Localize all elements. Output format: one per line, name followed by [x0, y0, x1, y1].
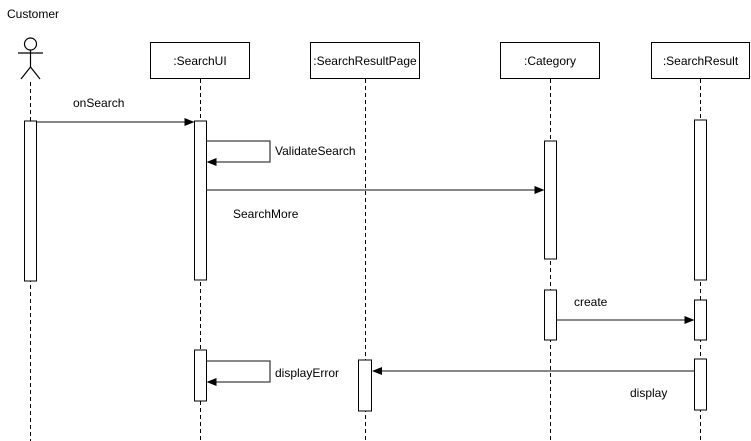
activation-category-1 [544, 140, 557, 260]
activation-searchresultpage-1 [358, 359, 372, 412]
activation-customer [24, 120, 37, 282]
activation-searchresult-3 [694, 358, 707, 411]
actor-icon [18, 37, 43, 80]
message-line-validatesearch [206, 140, 271, 163]
activation-category-2 [544, 289, 557, 341]
activation-searchresult-1 [694, 119, 707, 281]
lifeline-head-category-label: :Category [523, 53, 577, 68]
message-line-displayerror [206, 360, 271, 383]
lifeline-head-searchresultpage: :SearchResultPage [310, 42, 420, 79]
lifeline-head-searchresult-label: :SearchResult [662, 53, 739, 68]
actor-label: Customer [7, 7, 60, 21]
arrowhead-display [372, 367, 382, 375]
arrowhead-onsearch [184, 118, 195, 126]
message-label-displayerror: displayError [275, 366, 340, 380]
lifeline-head-searchresultpage-label: :SearchResultPage [313, 53, 417, 68]
message-label-create: create [574, 295, 608, 309]
activation-searchui-2 [194, 349, 207, 402]
lifeline-head-searchresult: :SearchResult [651, 42, 750, 79]
activation-searchresult-2 [694, 299, 707, 341]
message-label-searchmore: SearchMore [233, 207, 299, 221]
message-label-onsearch: onSearch [73, 96, 125, 110]
arrowhead-create [684, 316, 695, 324]
message-label-validatesearch: ValidateSearch [275, 144, 356, 158]
lifeline-head-searchui: :SearchUI [150, 42, 250, 79]
arrowhead-displayerror [206, 378, 217, 386]
lifeline-head-category: :Category [500, 42, 600, 79]
arrowhead-validatesearch [206, 158, 217, 166]
lifeline-head-searchui-label: :SearchUI [173, 53, 227, 68]
message-label-display: display [630, 386, 668, 400]
activation-searchui-1 [194, 120, 207, 281]
arrowhead-searchmore [534, 186, 545, 194]
